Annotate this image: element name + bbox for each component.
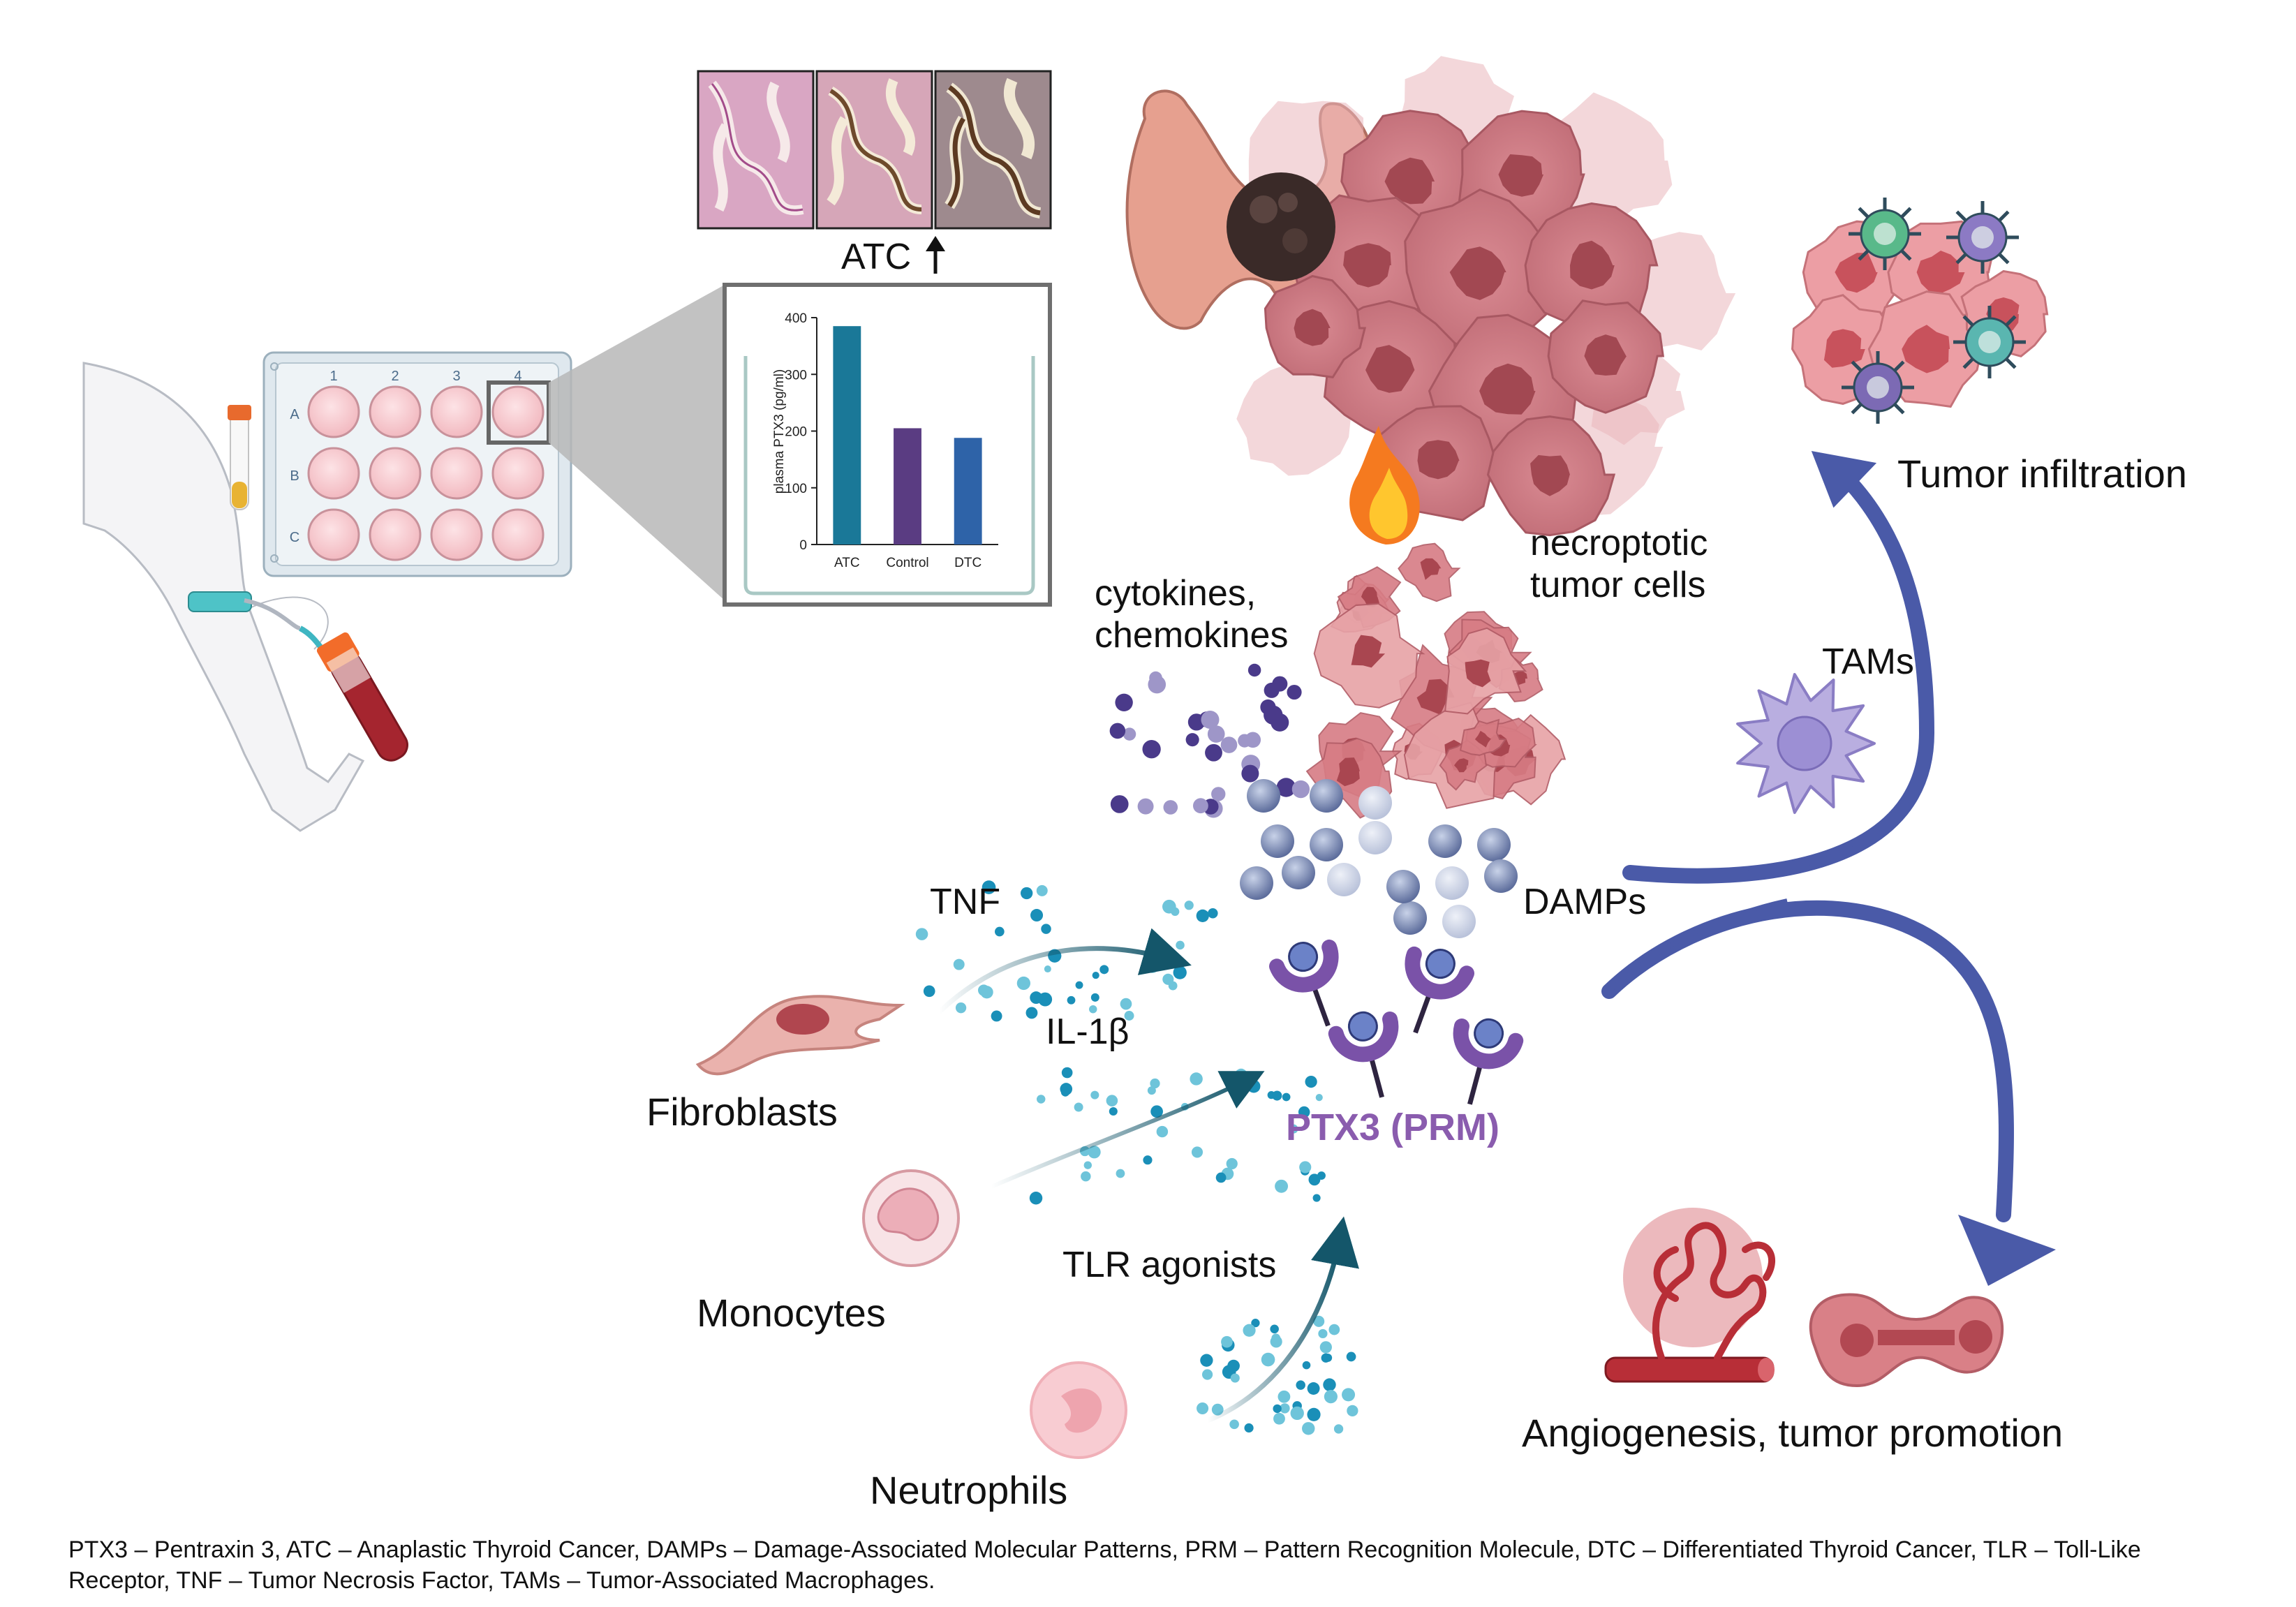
plate-well bbox=[307, 385, 360, 438]
damp-particles bbox=[1240, 779, 1518, 938]
chart-x-tick-label: DTC bbox=[954, 556, 982, 570]
ptx3-receptor-icon bbox=[1328, 1011, 1399, 1098]
tnf-label: TNF bbox=[930, 882, 1001, 922]
plate-well bbox=[369, 385, 422, 438]
necroptotic-label: necroptotic bbox=[1530, 523, 1708, 563]
abbreviations-footnote: PTX3 – Pentraxin 3, ATC – Anaplastic Thy… bbox=[68, 1536, 2141, 1594]
plate-well bbox=[307, 508, 360, 561]
chart-bar bbox=[894, 428, 921, 545]
plate-well bbox=[491, 385, 545, 438]
ptx3-receptor-icon bbox=[1405, 946, 1475, 1034]
tlr-agonists-arrow bbox=[1206, 1216, 1359, 1423]
blood-tube-icon bbox=[316, 632, 408, 762]
plate-row-label: B bbox=[290, 468, 299, 484]
plate-wells bbox=[307, 385, 545, 561]
plate-well bbox=[307, 447, 360, 500]
ptx3-bar-chart: plasma PTX3 (pg/ml) 0 100 200 300 400 ATC Con… bbox=[772, 311, 998, 570]
plate-well bbox=[491, 447, 545, 500]
chart-bar bbox=[833, 326, 861, 545]
chart-y-axis-label: plasma PTX3 (pg/ml) bbox=[772, 369, 787, 494]
neutrophils-label: Neutrophils bbox=[870, 1468, 1068, 1512]
plate-col-label: 1 bbox=[329, 369, 337, 384]
necrotic-nodule-icon bbox=[1227, 172, 1335, 281]
plate-well bbox=[491, 508, 545, 561]
chart-x-tick-label: Control bbox=[886, 556, 928, 570]
tumor-infiltration-illustration bbox=[1791, 198, 2049, 424]
histology-images bbox=[697, 70, 1052, 230]
plate-well bbox=[430, 508, 483, 561]
angiogenesis-label: Angiogenesis, tumor promotion bbox=[1522, 1411, 2064, 1455]
plate-row-labels: A B C bbox=[290, 407, 300, 545]
plate-row-label: A bbox=[290, 407, 299, 422]
flame-icon bbox=[1349, 426, 1420, 545]
tumor-infiltration-label: Tumor infiltration bbox=[1897, 452, 2187, 496]
blood-vessel-illustration bbox=[1604, 1208, 1776, 1383]
plate-col-label: 2 bbox=[391, 369, 399, 384]
necroptotic-cells-illustration bbox=[1305, 542, 1567, 819]
plate-well bbox=[369, 508, 422, 561]
il1b-arrow bbox=[990, 1071, 1265, 1189]
chart-frame bbox=[723, 283, 1052, 607]
monocyte-cell-icon bbox=[862, 1169, 960, 1267]
chart-y-tick-label: 0 bbox=[799, 538, 807, 553]
tumor-mass-illustration bbox=[1236, 56, 1736, 537]
ptx3-receptor-icon bbox=[1268, 939, 1339, 1027]
neutrophil-cell-icon bbox=[1030, 1361, 1127, 1459]
damps-label: DAMPs bbox=[1523, 882, 1647, 922]
tnf-arrow bbox=[937, 928, 1192, 1014]
ptx3-receptor-icon bbox=[1453, 1018, 1524, 1105]
angiogenesis-arrow bbox=[1601, 898, 2056, 1286]
chart-y-tick-label: 400 bbox=[785, 311, 807, 326]
dividing-tumor-cell-icon bbox=[1809, 1293, 2004, 1388]
tumor-infiltration-arrow bbox=[1622, 450, 1935, 884]
il1b-label: IL-1β bbox=[1046, 1012, 1130, 1052]
chart-y-tick-label: 200 bbox=[785, 425, 807, 440]
tumor-cells-label: tumor cells bbox=[1530, 565, 1706, 605]
zoom-wedge bbox=[549, 285, 725, 600]
plate-well bbox=[369, 447, 422, 500]
tam-cell-icon bbox=[1736, 673, 1876, 814]
plate-column-labels: 1 2 3 4 bbox=[329, 369, 521, 384]
tams-label: TAMs bbox=[1822, 642, 1914, 682]
plate-well bbox=[430, 447, 483, 500]
cytokine-particles bbox=[1109, 663, 1310, 818]
atc-label: ATC bbox=[841, 237, 911, 277]
monocytes-label: Monocytes bbox=[697, 1291, 886, 1335]
chart-y-tick-label: 300 bbox=[785, 368, 807, 383]
ptx3-label: PTX3 (PRM) bbox=[1286, 1106, 1500, 1148]
iv-catheter-icon bbox=[188, 591, 330, 658]
chemokines-label: chemokines bbox=[1095, 615, 1289, 656]
tlr-agonists-label: TLR agonists bbox=[1062, 1245, 1277, 1285]
fibroblasts-label: Fibroblasts bbox=[646, 1090, 838, 1134]
plate-well bbox=[430, 385, 483, 438]
plate-row-label: C bbox=[290, 530, 299, 545]
up-arrow-icon bbox=[926, 236, 945, 274]
chart-x-tick-label: ATC bbox=[834, 556, 860, 570]
plate-col-label: 4 bbox=[514, 369, 521, 384]
fibroblast-cell-icon bbox=[695, 995, 905, 1076]
plasma-tube-icon bbox=[228, 405, 251, 510]
ptx3-receptors bbox=[1268, 939, 1524, 1105]
chart-beaker-outline bbox=[743, 356, 1035, 595]
plate-col-label: 3 bbox=[452, 369, 460, 384]
chart-y-tick-label: 100 bbox=[785, 482, 807, 496]
cytokines-label: cytokines, bbox=[1095, 573, 1257, 614]
chart-bar bbox=[954, 438, 982, 545]
